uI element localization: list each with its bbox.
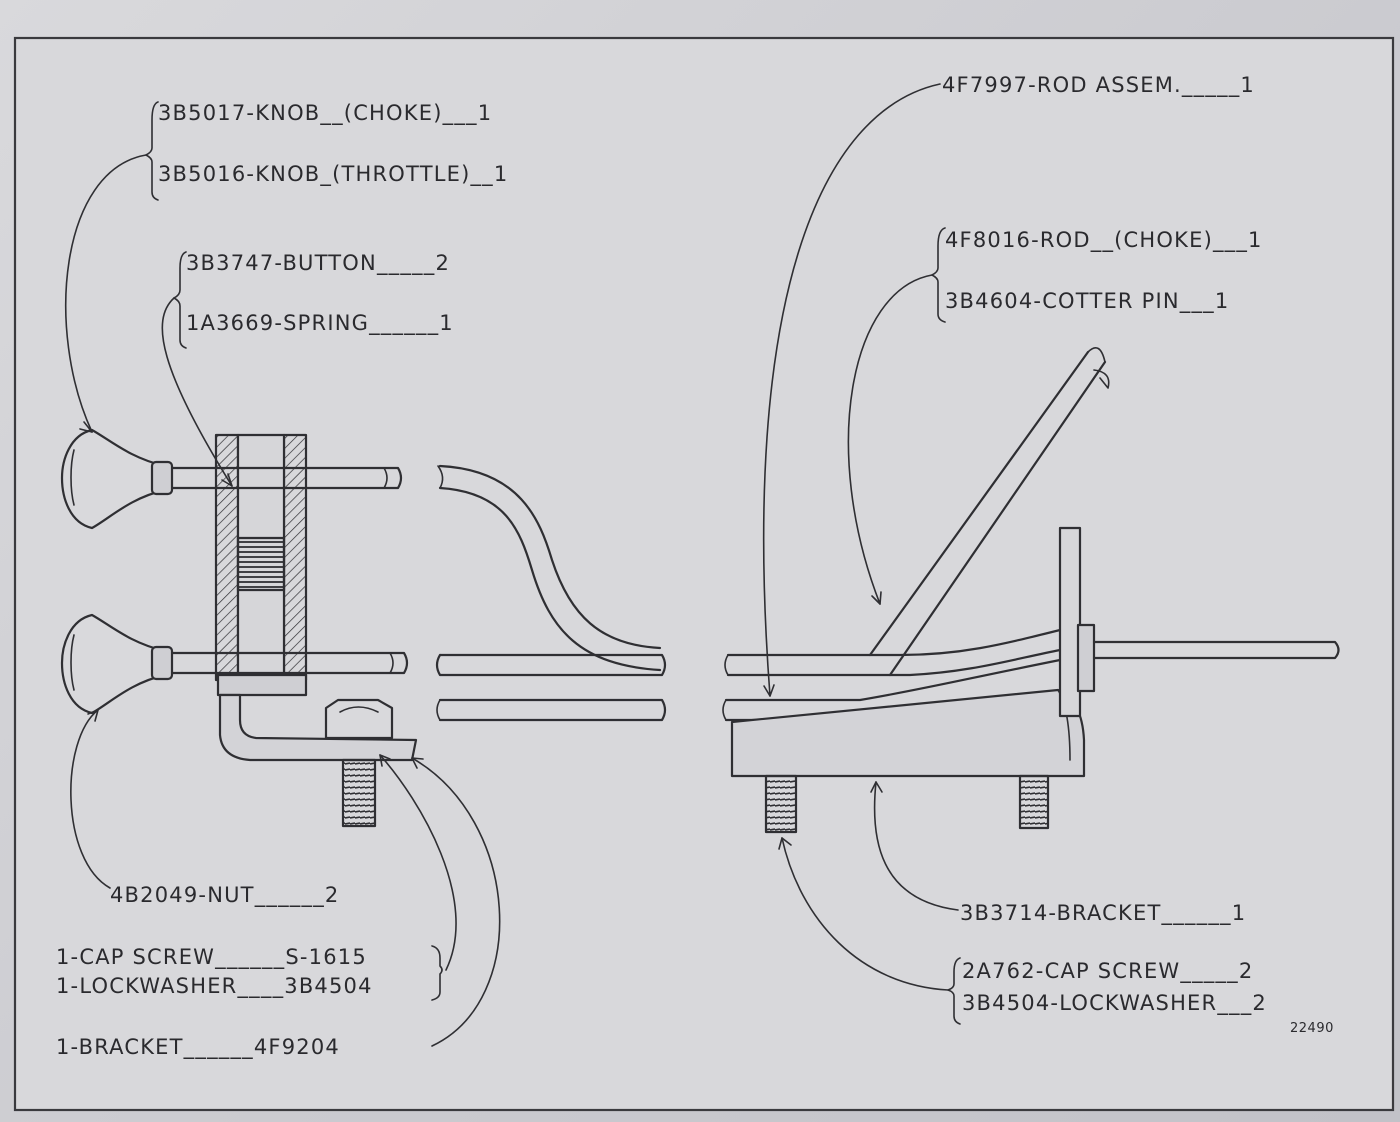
cotter-pin-icon <box>1093 369 1110 389</box>
label-cap-screw-right: 2A762-CAP SCREW_____2 <box>962 959 1253 984</box>
label-button: 3B3747-BUTTON_____2 <box>186 251 450 276</box>
spring-coils <box>236 536 286 592</box>
label-lockwasher-left: 1-LOCKWASHER____3B4504 <box>56 974 373 999</box>
choke-knob-icon <box>60 428 174 530</box>
mounting-bracket-left <box>218 693 418 828</box>
label-lockwasher-right: 3B4504-LOCKWASHER___2 <box>962 991 1267 1016</box>
control-housing <box>214 433 308 697</box>
label-bracket-left: 1-BRACKET______4F9204 <box>56 1035 340 1060</box>
nut-left-icon <box>324 698 394 740</box>
cable-sections <box>435 464 667 722</box>
label-nut: 4B2049-NUT______2 <box>110 883 339 908</box>
label-spring: 1A3669-SPRING______1 <box>186 311 454 336</box>
cap-screw-right-icon-1 <box>764 774 798 834</box>
mounting-bracket-right <box>730 526 1340 834</box>
choke-shaft <box>170 651 409 675</box>
label-rod-assem: 4F7997-ROD ASSEM._____1 <box>942 73 1255 98</box>
leader-lines <box>64 83 961 1047</box>
label-knob-choke: 3B5017-KNOB__(CHOKE)___1 <box>158 101 492 126</box>
label-rod-choke: 4F8016-ROD__(CHOKE)___1 <box>945 228 1263 253</box>
label-bracket-right: 3B3714-BRACKET______1 <box>960 901 1246 926</box>
label-knob-throttle: 3B5016-KNOB_(THROTTLE)__1 <box>158 162 508 187</box>
label-cap-screw-left: 1-CAP SCREW______S-1615 <box>56 945 367 970</box>
cap-screw-left-icon <box>341 758 377 828</box>
cap-screw-right-icon-2 <box>1018 774 1050 830</box>
figure-number: 22490 <box>1290 1021 1334 1036</box>
throttle-shaft <box>170 466 403 490</box>
label-cotter-pin: 3B4604-COTTER PIN___1 <box>945 289 1229 314</box>
